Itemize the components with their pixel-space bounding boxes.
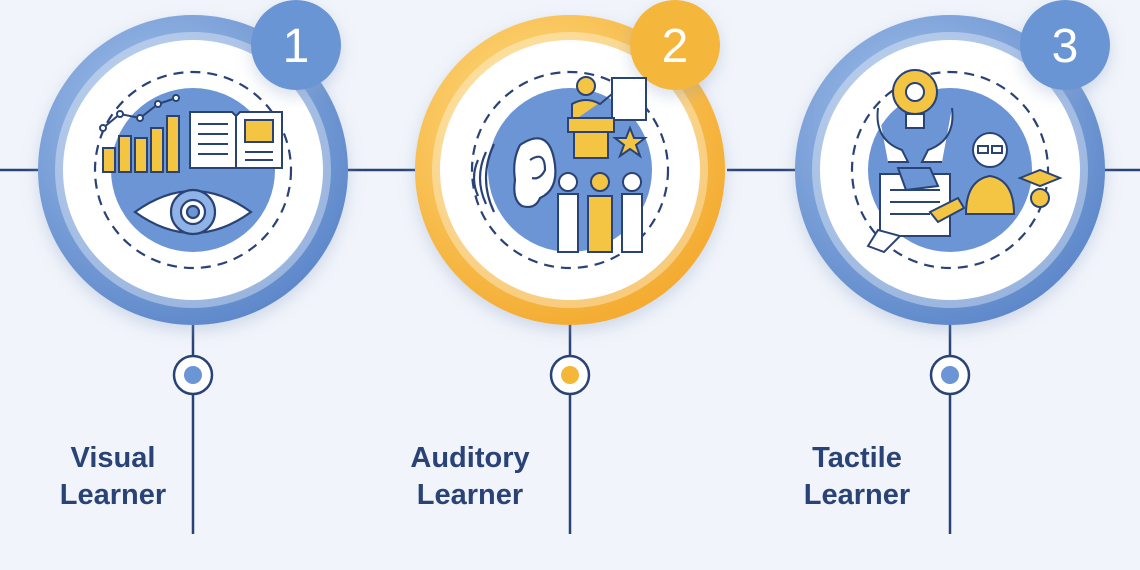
audience-icon: [557, 172, 643, 253]
step-1-marker: [172, 354, 214, 396]
step-3-label-line2: Learner: [803, 479, 911, 511]
step-1-label-line2: Learner: [59, 479, 167, 511]
step-2-badge: 2: [630, 0, 720, 90]
eye-icon: [133, 188, 253, 236]
step-3-badge: 3: [1020, 0, 1110, 90]
open-book-icon: [189, 111, 283, 169]
step-2-number: 2: [662, 20, 689, 73]
lightbulb-gear-icon: [876, 69, 954, 163]
step-3-number: 3: [1052, 20, 1079, 73]
bar-chart-icon: [99, 94, 180, 173]
step-3-marker: [929, 354, 971, 396]
step-2-label-line2: Learner: [416, 479, 524, 511]
step-2-label-line1: Auditory: [410, 442, 530, 474]
step-2-marker: [549, 354, 591, 396]
ear-icon: [472, 137, 557, 213]
step-1: 1: [38, 0, 348, 534]
presenter-icon: [567, 76, 648, 159]
student-icon: [964, 132, 1063, 215]
step-3: 3: [795, 0, 1110, 534]
step-3-label: Tactile Learner: [757, 440, 957, 514]
step-1-label-line1: Visual: [70, 442, 156, 474]
step-1-badge: 1: [251, 0, 341, 90]
document-hand-icon: [866, 167, 966, 254]
step-1-label: Visual Learner: [13, 440, 213, 514]
step-3-label-line1: Tactile: [812, 442, 902, 474]
step-1-number: 1: [283, 20, 310, 73]
step-2-label: Auditory Learner: [370, 440, 570, 514]
step-2: 2: [415, 0, 725, 534]
